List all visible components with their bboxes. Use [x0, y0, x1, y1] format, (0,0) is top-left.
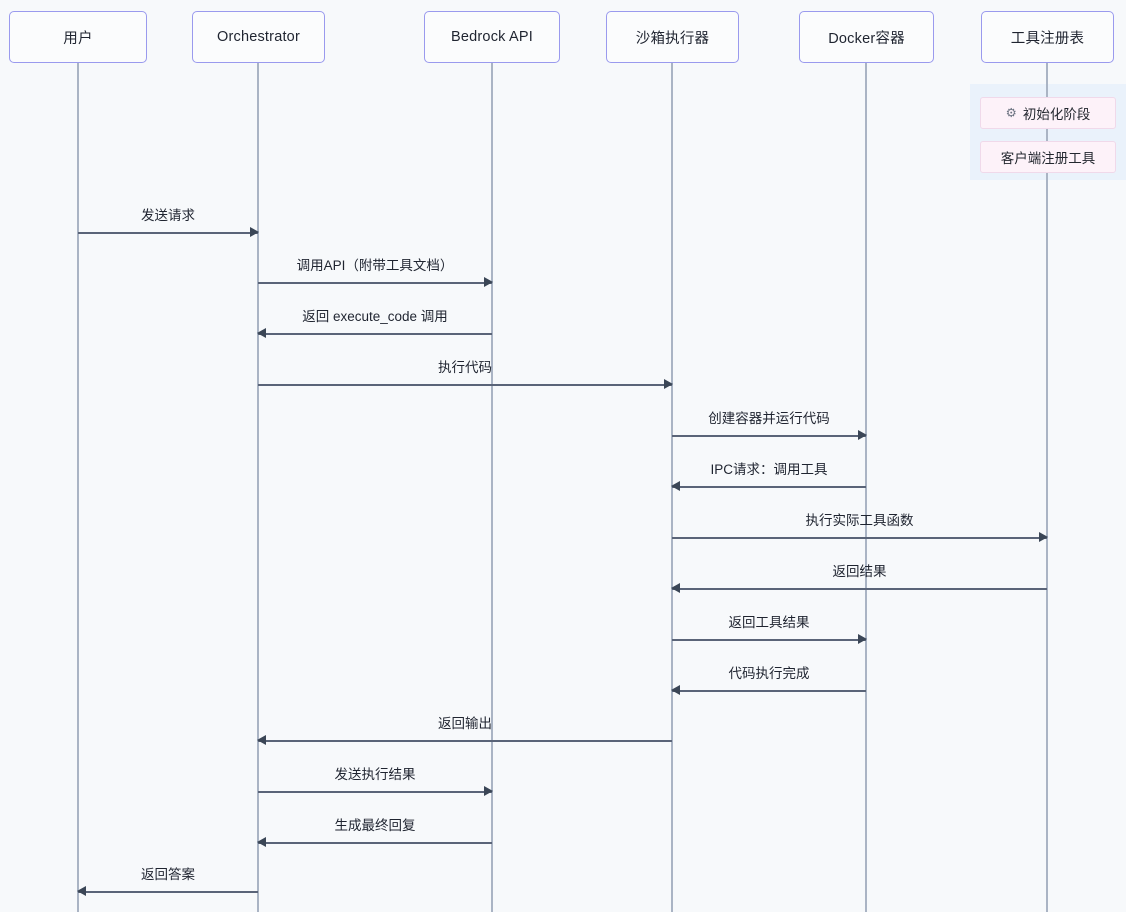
message-line [672, 537, 1047, 539]
participant-docker[interactable]: Docker容器 [799, 11, 934, 63]
note-label: 初始化阶段 [1022, 107, 1091, 122]
participant-label: Bedrock API [451, 29, 533, 45]
arrowhead-icon [671, 583, 680, 594]
participant-user[interactable]: 用户 [9, 11, 147, 63]
message-line [78, 891, 258, 893]
arrowhead-icon [664, 379, 673, 390]
participant-label: 用户 [63, 30, 93, 47]
participant-sandbox[interactable]: 沙箱执行器 [606, 11, 739, 63]
arrowhead-icon [858, 634, 867, 645]
arrowhead-icon [671, 685, 680, 696]
arrowhead-icon [257, 837, 266, 848]
arrowhead-icon [257, 735, 266, 746]
message-line [258, 333, 492, 335]
message-label: 发送执行结果 [334, 766, 416, 782]
message-label: 创建容器并运行代码 [708, 410, 830, 426]
lifeline-bedrock [491, 63, 493, 912]
note-note-init: ⚙ 初始化阶段 [980, 97, 1116, 129]
message-label: 返回答案 [141, 866, 195, 882]
message-line [672, 588, 1047, 590]
message-label: 代码执行完成 [728, 665, 810, 681]
message-label: 返回结果 [832, 563, 887, 579]
message-label: 返回工具结果 [728, 614, 810, 630]
arrowhead-icon [1039, 532, 1048, 543]
gear-icon: ⚙ [1005, 105, 1017, 120]
participant-orchestrator[interactable]: Orchestrator [192, 11, 325, 63]
message-line [672, 639, 866, 641]
message-label: 生成最终回复 [334, 817, 416, 833]
arrowhead-icon [250, 227, 259, 238]
lifeline-user [77, 63, 79, 912]
arrowhead-icon [858, 430, 867, 441]
message-line [672, 690, 866, 692]
arrowhead-icon [77, 886, 86, 897]
message-line [258, 282, 492, 284]
arrowhead-icon [671, 481, 680, 492]
message-line [258, 791, 492, 793]
message-line [258, 740, 672, 742]
message-line [258, 384, 672, 386]
participant-registry[interactable]: 工具注册表 [981, 11, 1114, 63]
participant-label: 沙箱执行器 [635, 30, 710, 47]
participant-label: Docker容器 [828, 30, 905, 47]
message-line [258, 842, 492, 844]
participant-label: Orchestrator [217, 29, 300, 45]
arrowhead-icon [257, 328, 266, 339]
arrowhead-icon [484, 277, 493, 288]
message-label: 执行代码 [438, 359, 492, 375]
message-label: 调用API（附带工具文档） [296, 257, 454, 273]
note-note-register: 客户端注册工具 [980, 141, 1116, 173]
lifeline-orchestrator [257, 63, 259, 912]
message-label: IPC请求：调用工具 [710, 461, 828, 477]
arrowhead-icon [484, 786, 493, 797]
message-label: 发送请求 [141, 207, 195, 223]
message-line [672, 435, 866, 437]
message-label: 返回输出 [438, 715, 492, 731]
message-label: 执行实际工具函数 [805, 512, 914, 528]
lifeline-registry [1046, 63, 1048, 912]
lifeline-docker [865, 63, 867, 912]
note-label: 客户端注册工具 [1000, 151, 1096, 166]
message-line [78, 232, 258, 234]
participant-bedrock[interactable]: Bedrock API [424, 11, 560, 63]
participant-label: 工具注册表 [1010, 30, 1085, 47]
message-label: 返回 execute_code 调用 [302, 308, 448, 324]
message-line [672, 486, 866, 488]
